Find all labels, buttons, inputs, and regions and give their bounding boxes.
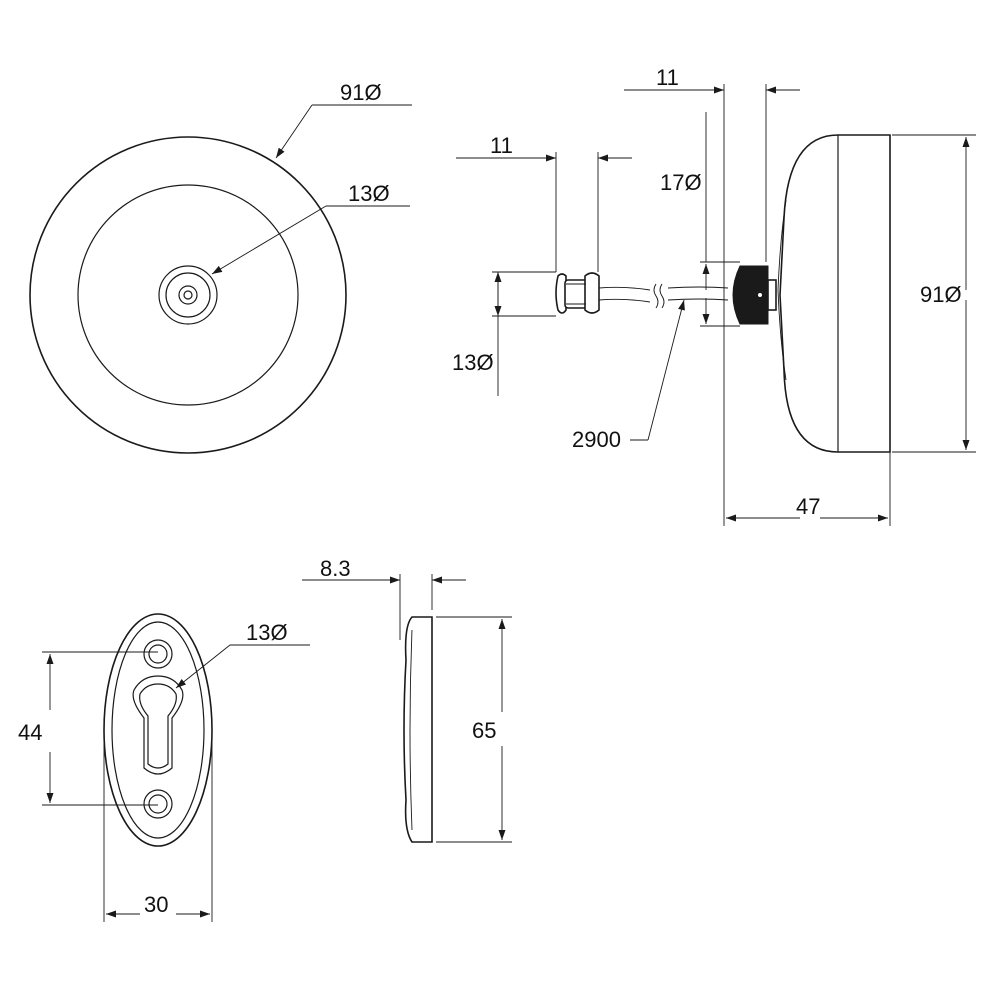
dim-side-height-label: 91Ø — [920, 282, 962, 307]
dim-plug-diameter: 13Ø — [452, 271, 556, 396]
dim-cord-length-label: 2900 — [572, 427, 621, 452]
dim-plug-diameter-label: 13Ø — [452, 350, 494, 375]
cord — [598, 283, 729, 309]
plate-top-screw-inner — [148, 644, 168, 664]
dim-plate-hole: 13Ø — [175, 620, 310, 689]
dim-reel-depth: 47 — [726, 452, 891, 526]
plug — [555, 272, 600, 314]
dim-plug-width-label: 11 — [490, 133, 513, 158]
dim-front-diameter-label: 91Ø — [340, 80, 382, 105]
reel-body-side — [777, 134, 891, 453]
connector-knob — [732, 265, 777, 325]
dim-plate-height-label: 65 — [472, 718, 496, 743]
reel-outer-circle — [29, 136, 347, 454]
dim-front-hole-label: 13Ø — [348, 181, 390, 206]
reel-center-knob-mid — [165, 272, 211, 318]
plate-side-body — [403, 616, 433, 843]
dim-plate-thickness-label: 8.3 — [320, 556, 351, 581]
plate-bottom-screw-inner — [148, 794, 168, 814]
reel-center-knob-inner — [178, 285, 198, 305]
plate-front-view: 13Ø 44 30 — [18, 613, 310, 922]
dim-plate-height: 65 — [436, 616, 512, 843]
reel-center-hole — [183, 290, 193, 300]
dim-plate-width: 30 — [103, 730, 213, 922]
dim-side-height: 91Ø — [892, 134, 976, 453]
dim-plate-width-label: 30 — [144, 892, 168, 917]
reel-side-view: 11 13Ø 2900 11 — [452, 65, 976, 526]
dim-connector-width: 11 — [624, 65, 800, 526]
dim-connector-width-label: 11 — [656, 65, 679, 90]
dim-plate-thickness: 8.3 — [302, 556, 466, 640]
plate-inner-rim — [111, 621, 205, 839]
dim-plate-hole-spacing-label: 44 — [18, 720, 42, 745]
dim-reel-depth-label: 47 — [796, 494, 820, 519]
dim-front-diameter: 91Ø — [275, 80, 412, 159]
dim-plate-hole-spacing: 44 — [18, 651, 158, 806]
plate-bottom-screw-outer — [143, 789, 173, 819]
dim-plug-width: 11 — [456, 133, 632, 272]
dim-connector-diameter-label: 17Ø — [660, 170, 702, 195]
plate-top-screw-outer — [143, 639, 173, 669]
reel-inner-circle — [77, 184, 299, 406]
dim-cord-length: 2900 — [572, 299, 685, 452]
plate-keyhole-outer — [132, 675, 184, 775]
reel-front-view: 91Ø 13Ø — [29, 80, 412, 454]
dim-plate-hole-label: 13Ø — [246, 620, 288, 645]
dim-front-hole: 13Ø — [211, 181, 410, 275]
plate-keyhole-inner — [139, 683, 177, 769]
reel-center-knob-outer — [158, 265, 218, 325]
plate-side-view: 8.3 65 — [302, 556, 512, 843]
plate-outer — [103, 613, 213, 847]
dim-connector-diameter: 17Ø — [660, 112, 740, 327]
